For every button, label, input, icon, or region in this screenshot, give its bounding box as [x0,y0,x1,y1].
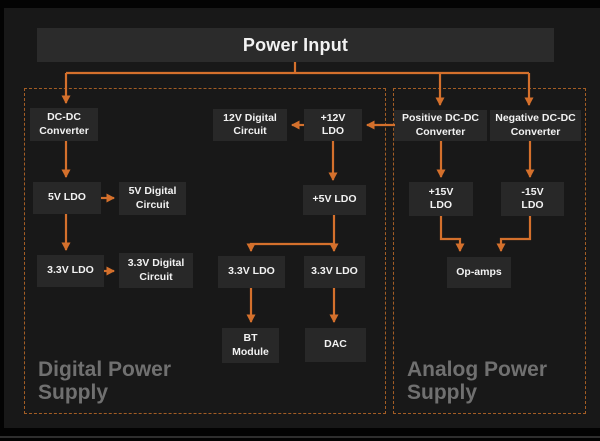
node-positive-dc-dc-converter: Positive DC-DC Converter [394,110,487,141]
node-12v-ldo: +12V LDO [304,109,362,141]
node-5v-ldo: 5V LDO [33,182,101,214]
power-bus-line [66,62,529,75]
node-power-input: Power Input [37,28,554,62]
node-n15v-ldo: -15V LDO [501,182,564,216]
node-dac: DAC [305,328,366,362]
node-3v3-ldo-dac: 3.3V LDO [304,256,365,288]
node-5v-ldo-mid: +5V LDO [303,185,366,215]
video-progress-line [0,436,600,438]
node-op-amps: Op-amps [447,257,511,288]
node-3v3-digital-circuit: 3.3V Digital Circuit [119,253,193,288]
region-label-analog: Analog Power Supply [407,357,548,405]
node-5v-digital-circuit: 5V Digital Circuit [119,182,186,215]
node-12v-digital-circuit: 12V Digital Circuit [213,109,287,141]
region-analog-power-supply: Analog Power Supply [393,88,586,414]
letterbox-left [0,0,4,441]
node-negative-dc-dc-converter: Negative DC-DC Converter [490,110,581,141]
node-3v3-ldo-bt: 3.3V LDO [218,256,285,288]
letterbox-top [0,0,600,8]
node-p15v-ldo: +15V LDO [409,182,473,216]
letterbox-bottom [0,428,600,441]
node-dc-dc-converter: DC-DC Converter [30,108,98,141]
node-3v3-ldo: 3.3V LDO [37,255,104,287]
node-bt-module: BT Module [222,328,279,363]
region-label-digital: Digital Power Supply [38,357,172,405]
region-digital-power-supply: Digital Power Supply [24,88,386,414]
